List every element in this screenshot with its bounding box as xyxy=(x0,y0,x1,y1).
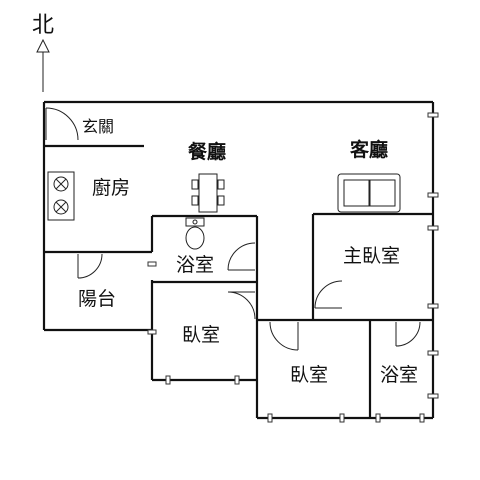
room-label-bedroom-mid: 臥室 xyxy=(290,364,328,386)
room-label-master-bedroom: 主臥室 xyxy=(343,245,400,267)
balcony-door xyxy=(77,253,103,279)
window-marks xyxy=(147,112,439,423)
room-label-living: 客廳 xyxy=(350,138,388,161)
room-label-bedroom-left: 臥室 xyxy=(182,324,220,346)
stove-icon xyxy=(47,171,75,221)
room-label-entrance: 玄關 xyxy=(82,117,114,136)
room-label-kitchen: 廚房 xyxy=(92,176,130,199)
arrow-head-icon xyxy=(36,38,50,53)
bath-right-door xyxy=(395,321,421,347)
bedroom-mid-door xyxy=(269,321,299,351)
entrance-door xyxy=(45,107,79,141)
dining-table-icon xyxy=(191,173,225,213)
north-arrow: 北 xyxy=(32,13,54,92)
north-label: 北 xyxy=(32,13,54,38)
toilet-icon xyxy=(185,217,205,250)
interior-walls xyxy=(44,144,433,418)
room-label-dining: 餐廳 xyxy=(188,140,226,163)
room-label-bath-center: 浴室 xyxy=(176,254,214,276)
room-label-bath-right: 浴室 xyxy=(380,364,418,386)
room-label-balcony: 陽台 xyxy=(78,288,116,310)
bath-center-door xyxy=(227,242,256,271)
doors xyxy=(45,107,421,351)
bedroom-left-door xyxy=(227,291,256,320)
master-bedroom-door xyxy=(314,280,343,309)
sofa-icon xyxy=(337,173,401,213)
